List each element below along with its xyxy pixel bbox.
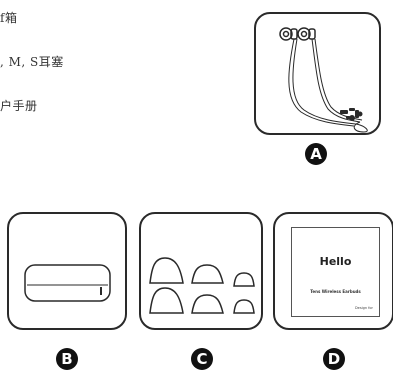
label-b: B <box>56 348 78 370</box>
label-c: C <box>191 348 213 370</box>
label-d: D <box>323 348 345 370</box>
contents-item-manual: 户手册 <box>0 99 38 113</box>
ear-tips-panel <box>139 212 263 330</box>
manual-brand: Design for <box>354 306 373 310</box>
user-manual-booklet: Hello Tens Wireless Earbuds Design for <box>291 227 380 317</box>
earphones-illustration <box>279 27 368 133</box>
manual-title: Hello <box>319 255 352 268</box>
earphones-panel <box>254 12 381 135</box>
ear-tips-illustration <box>149 257 255 314</box>
label-a: A <box>305 143 327 165</box>
contents-item-ear-tips: , M, S耳塞 <box>0 55 64 69</box>
user-manual-panel: Hello Tens Wireless Earbuds Design for <box>273 212 393 330</box>
contents-item-case: f箱 <box>0 11 18 25</box>
charging-case-panel <box>7 212 127 330</box>
manual-subtitle: Tens Wireless Earbuds <box>310 289 361 294</box>
charging-case-illustration <box>24 264 111 302</box>
